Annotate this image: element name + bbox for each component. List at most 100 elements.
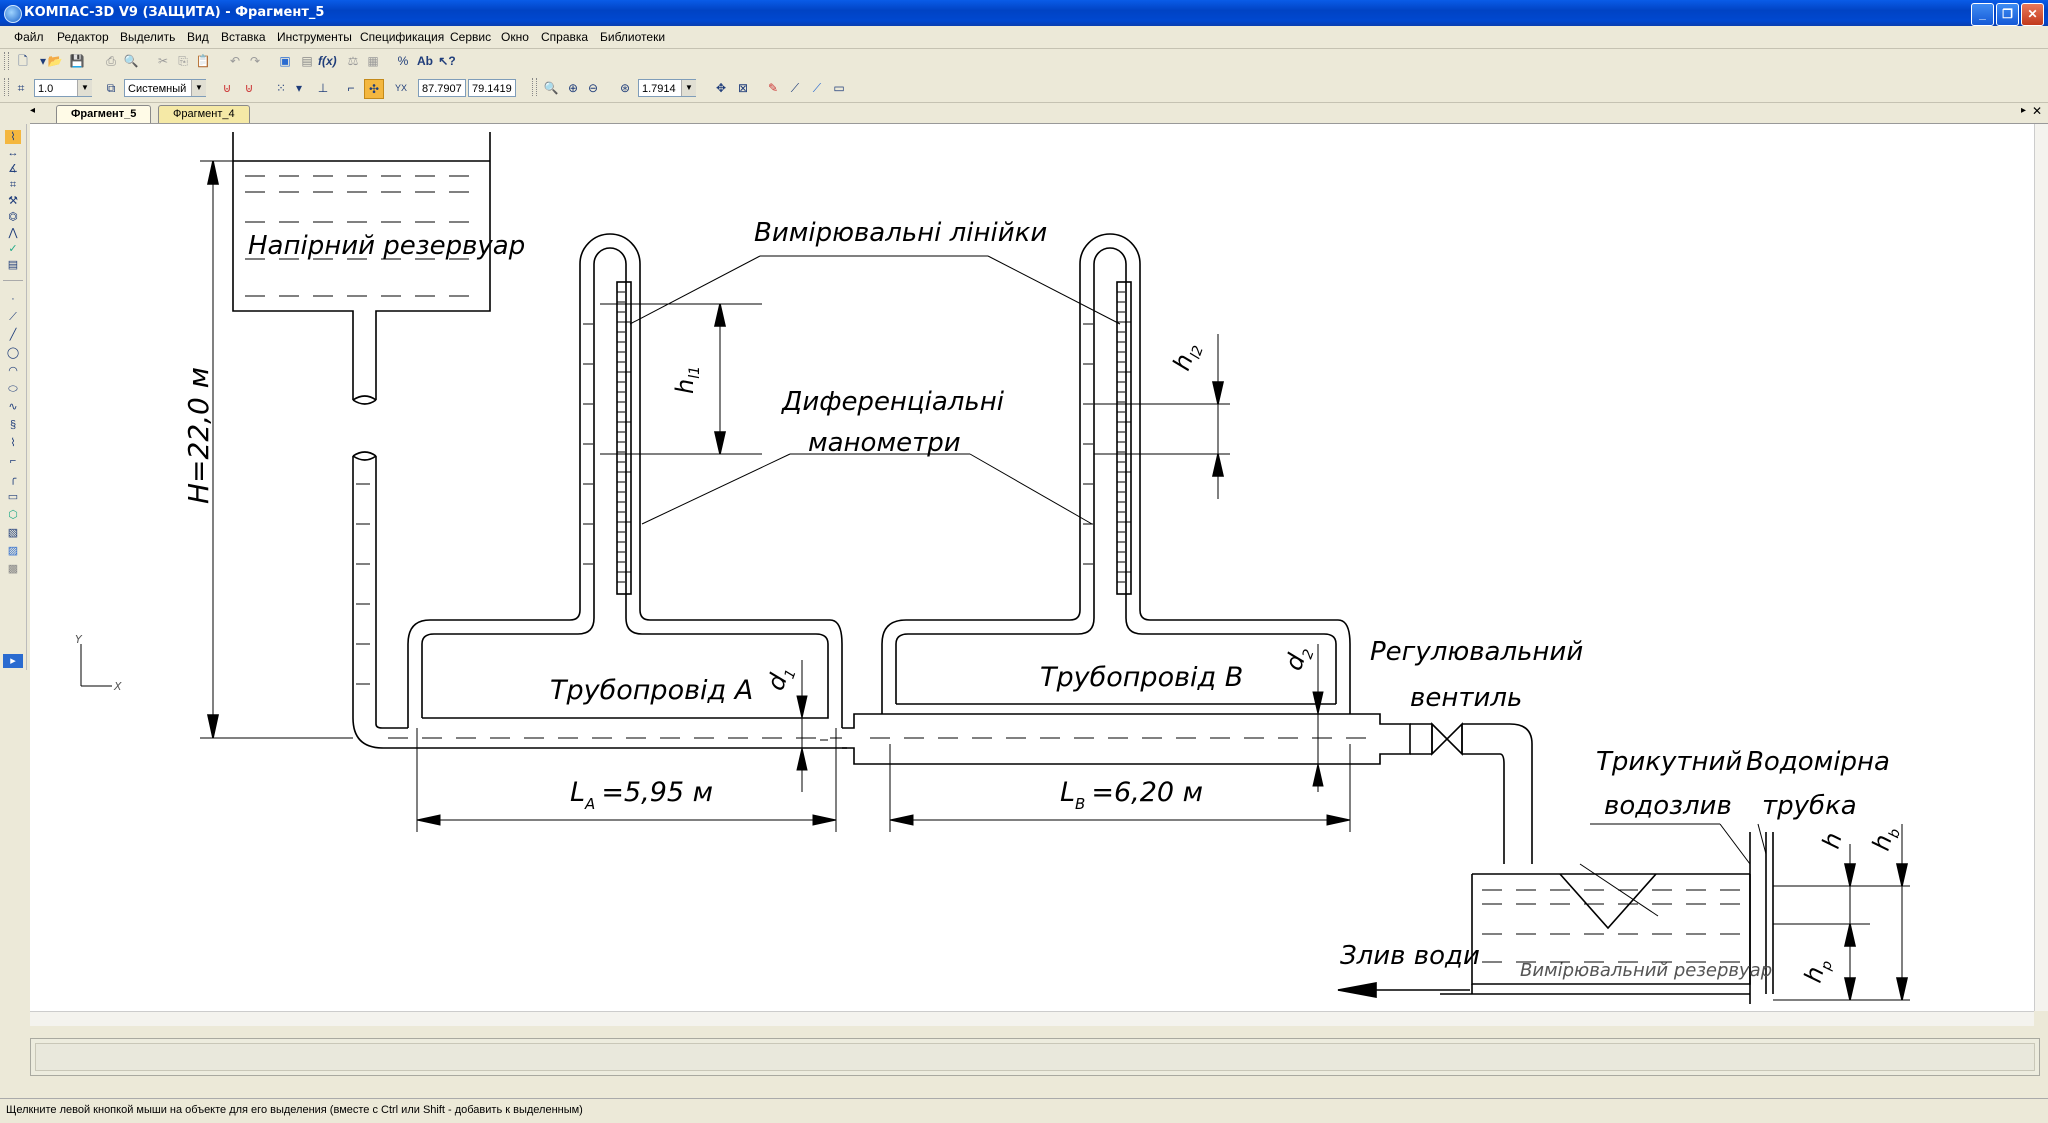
cursor-snap-icon[interactable]: ✣ <box>364 79 384 99</box>
zoom-in-icon[interactable]: ⊕ <box>567 81 579 95</box>
fillet-icon[interactable]: ╭ <box>9 473 17 485</box>
library-icon[interactable]: ▤ <box>301 54 313 68</box>
tab-scroll-left-icon[interactable]: ◂ <box>30 105 36 116</box>
status-bar: Щелкните левой кнопкой мыши на объекте д… <box>0 1098 2048 1123</box>
spellcheck-icon[interactable]: % <box>397 54 409 68</box>
zoom-scale-icon[interactable]: ⊛ <box>619 81 631 95</box>
local-cs-icon[interactable]: ⊥ <box>317 81 329 95</box>
manager-icon[interactable]: ▣ <box>279 54 291 68</box>
menu-view[interactable]: Вид <box>187 30 209 44</box>
menu-insert[interactable]: Вставка <box>221 30 266 44</box>
polyline-icon[interactable]: ⌇ <box>10 437 16 449</box>
style-dropdown-icon[interactable]: ▼ <box>191 80 206 96</box>
horizontal-scrollbar[interactable] <box>30 1011 2034 1026</box>
chamfer-icon[interactable]: ⌐ <box>9 455 17 467</box>
equidistant-icon[interactable]: ▧ <box>7 527 19 539</box>
print-icon[interactable]: ⎙ <box>106 54 116 68</box>
coord-y-field[interactable]: 79.1419 <box>468 79 516 97</box>
manometers-label-line1: Диференціальні <box>781 387 1005 417</box>
height-dimension <box>200 160 353 739</box>
snap-magnet-icon[interactable]: ⊍ <box>244 81 254 95</box>
open-folder-icon[interactable]: 📂 <box>47 54 63 68</box>
magnet-icon[interactable]: ⊍ <box>222 81 232 95</box>
ortho-icon[interactable]: ⌐ <box>347 81 355 95</box>
redo-icon[interactable]: ↷ <box>249 54 261 68</box>
zoom-dropdown-icon[interactable]: ▼ <box>681 80 696 96</box>
toolbar-expand-icon[interactable]: ▸ <box>3 654 23 668</box>
tab-scroll-right-icon[interactable]: ▸ <box>2020 105 2026 116</box>
zoom-window-icon[interactable]: 🔍 <box>543 81 559 95</box>
menu-file[interactable]: Файл <box>14 30 44 44</box>
auxiliary-line-icon[interactable]: ⟋ <box>9 311 17 323</box>
style-field[interactable]: Системный <box>124 79 206 97</box>
point-icon[interactable]: · <box>11 293 15 305</box>
ellipse-icon[interactable]: ⬭ <box>8 383 18 395</box>
minimize-button[interactable]: _ <box>1971 3 1994 26</box>
menu-libraries[interactable]: Библиотеки <box>600 30 666 44</box>
refresh-icon[interactable]: ✎ <box>767 81 779 95</box>
coord-x-field[interactable]: 87.7907 <box>418 79 466 97</box>
print-preview-icon[interactable]: 🔍 <box>123 54 139 68</box>
drawing-canvas[interactable]: Напірний резервуар H=22,0 м Трубопровід … <box>30 124 2034 1011</box>
symbols-panel-icon[interactable]: ∡ <box>8 163 18 175</box>
help-pointer-icon[interactable]: ↖? <box>438 54 456 68</box>
hb-label: hb <box>1867 823 1904 855</box>
menu-select[interactable]: Выделить <box>120 30 176 44</box>
parametrization-panel-icon[interactable]: ⚒ <box>8 195 18 207</box>
reports-panel-icon[interactable]: ▤ <box>7 259 19 271</box>
menu-specification[interactable]: Спецификация <box>360 30 445 44</box>
menu-service[interactable]: Сервис <box>450 30 492 44</box>
undo-icon[interactable]: ↶ <box>229 54 241 68</box>
grid-dropdown-icon[interactable]: ▾ <box>295 81 303 95</box>
bezier-icon[interactable]: § <box>9 419 17 431</box>
vertical-scrollbar[interactable] <box>2034 124 2048 1011</box>
h-l1-label: hl1 <box>671 366 703 394</box>
compact-toolbar: ⌇ ↔ ∡ ⌗ ⚒ ⏣ ⋀ ✓ ▤ · ⟋ ╱ ◯ ◠ ⬭ ∿ § ⌇ ⌐ ╭ … <box>0 124 27 670</box>
arc-icon[interactable]: ◠ <box>8 365 18 377</box>
restore-button[interactable]: ❐ <box>1996 3 2019 26</box>
menu-editor[interactable]: Редактор <box>57 30 109 44</box>
tab-close-icon[interactable]: ✕ <box>2031 104 2042 118</box>
dimensions-panel-icon[interactable]: ↔ <box>7 147 19 159</box>
layer-icon[interactable]: ⧉ <box>106 81 116 95</box>
spline-icon[interactable]: ∿ <box>8 401 18 413</box>
grid-snap-icon[interactable]: ⌗ <box>17 81 25 95</box>
geometry-panel-icon[interactable]: ⌇ <box>5 130 21 144</box>
tab-fragment-4[interactable]: Фрагмент_4 <box>158 105 250 123</box>
pan-icon[interactable]: ✥ <box>715 81 727 95</box>
measure-panel-icon[interactable]: ⏣ <box>8 211 18 223</box>
screen-icon[interactable]: ▭ <box>833 81 845 95</box>
select-panel-icon[interactable]: ⋀ <box>8 227 18 239</box>
menu-window[interactable]: Окно <box>501 30 529 44</box>
kompas-app-icon <box>4 5 22 23</box>
new-file-icon[interactable]: 🗋 <box>18 54 28 68</box>
menu-tools[interactable]: Инструменты <box>277 30 352 44</box>
menu-help[interactable]: Справка <box>541 30 589 44</box>
measure-line-icon[interactable]: ⟋ <box>812 81 822 95</box>
rectangle-icon[interactable]: ▭ <box>7 491 19 503</box>
copy-icon[interactable]: ⎘ <box>178 54 188 68</box>
tab-fragment-5[interactable]: Фрагмент_5 <box>56 105 152 123</box>
spec-panel-icon[interactable]: ✓ <box>8 243 18 255</box>
measuring-tank <box>1440 823 1910 1004</box>
hatch-icon[interactable]: ▨ <box>7 545 19 557</box>
variables-icon[interactable]: f(x) <box>318 54 337 68</box>
polygon-icon[interactable]: ⬡ <box>8 509 18 521</box>
zoom-out-icon[interactable]: ⊖ <box>587 81 599 95</box>
measure-icon[interactable]: ⚖ <box>347 54 359 68</box>
edit-panel-icon[interactable]: ⌗ <box>9 179 17 191</box>
circle-icon[interactable]: ◯ <box>6 347 20 359</box>
show-all-icon[interactable]: ⊠ <box>737 81 749 95</box>
cut-icon[interactable]: ✂ <box>157 54 169 68</box>
dropdown-arrow-icon[interactable]: ▾ <box>39 54 47 68</box>
properties-icon[interactable]: ▦ <box>367 54 379 68</box>
scale-dropdown-icon[interactable]: ▼ <box>77 80 92 96</box>
save-icon[interactable]: 💾 <box>69 54 85 68</box>
fill-icon[interactable]: ▩ <box>7 563 19 575</box>
grid-icon[interactable]: ⁙ <box>275 81 287 95</box>
trim-icon[interactable]: ⟋ <box>790 81 800 95</box>
paste-icon[interactable]: 📋 <box>195 54 211 68</box>
text-abc-icon[interactable]: Ab <box>417 54 433 68</box>
close-button[interactable]: ✕ <box>2021 3 2044 26</box>
segment-icon[interactable]: ╱ <box>9 329 17 341</box>
